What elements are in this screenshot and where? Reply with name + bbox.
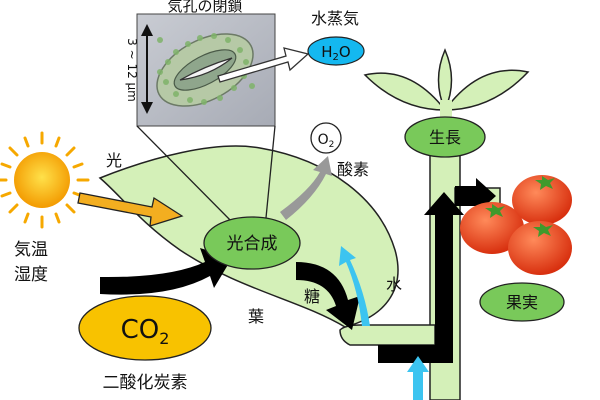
humidity-label: 湿度 [14, 265, 48, 285]
size-scale-label: 3 ~ 12 µm [125, 38, 139, 102]
tomato-fruits [460, 175, 572, 275]
fruit-label: 果実 [506, 293, 538, 312]
co2-intake-arrow [100, 248, 232, 295]
growth-label: 生長 [429, 128, 461, 147]
o2-label: O2 [318, 132, 335, 150]
co2-label: CO2 [121, 315, 170, 348]
transport-arrow [378, 192, 464, 363]
growth-node [404, 116, 486, 158]
oxygen-arrow [280, 156, 332, 220]
co2-node [78, 295, 212, 361]
sugar-arrow [296, 262, 360, 330]
sprout-leaves [363, 48, 530, 132]
sugar-label: 糖 [304, 287, 320, 306]
fruit-node [479, 282, 565, 322]
o2-node [310, 122, 342, 154]
h2o-node [307, 36, 365, 66]
water-label: 水 [386, 275, 402, 294]
water-arrow-leaf [339, 246, 370, 326]
air-temp-label: 気温 [14, 240, 48, 260]
vapor-arrow [217, 47, 310, 83]
inset-connector-lines [136, 125, 276, 229]
photosynthesis-label: 光合成 [227, 234, 278, 254]
photosynthesis-node [203, 216, 301, 270]
stomata-micrograph [136, 13, 276, 127]
water-vapor-label: 水蒸気 [311, 9, 359, 28]
water-arrow-bottom [407, 356, 429, 400]
sun-icon [0, 131, 90, 229]
stomata-closing-label: 気孔の閉鎖 [167, 0, 242, 15]
oxygen-label: 酸素 [337, 160, 369, 179]
leaf-label: 葉 [248, 307, 264, 326]
h2o-label: H2O [321, 43, 350, 63]
light-arrow [77, 192, 184, 227]
carbon-dioxide-label: 二酸化炭素 [103, 373, 188, 393]
light-label: 光 [106, 151, 122, 170]
